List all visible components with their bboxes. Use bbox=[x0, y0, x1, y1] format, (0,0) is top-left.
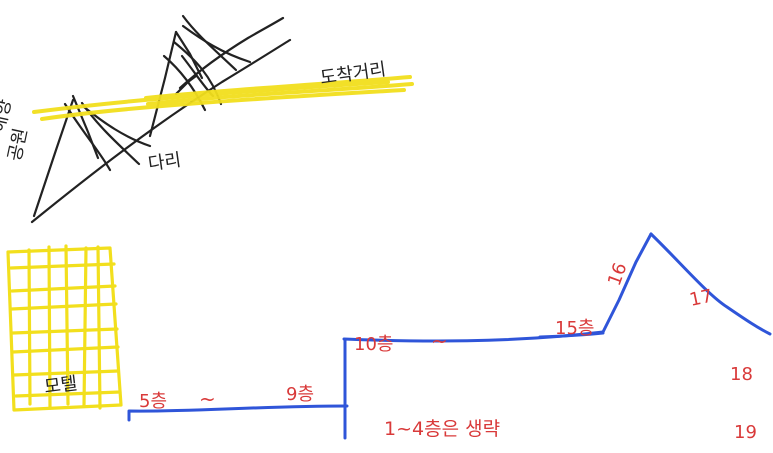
black-stroke-right-down bbox=[174, 30, 204, 80]
motel-grid-v4 bbox=[82, 246, 88, 408]
black-stroke-right-up bbox=[148, 30, 178, 138]
motel-label: 모텔 bbox=[43, 373, 78, 398]
floor-19-label: 19 bbox=[734, 422, 757, 443]
floor-5-label: 5층 bbox=[139, 391, 167, 412]
black-stroke-right-arc2 bbox=[181, 24, 252, 64]
motel-building-sketch bbox=[6, 244, 123, 412]
motel-grid-v3 bbox=[64, 244, 70, 406]
black-strokes bbox=[30, 14, 292, 224]
black-stroke-right-arc5 bbox=[180, 54, 215, 98]
motel-grid-h3 bbox=[10, 302, 118, 311]
motel-grid-h2 bbox=[10, 284, 117, 293]
blue-roof-right bbox=[649, 232, 772, 336]
omitted-floors-note: 1~4층은 생략 bbox=[384, 418, 500, 440]
motel-grid-h1 bbox=[9, 262, 116, 270]
yellow-road-line3 bbox=[144, 75, 412, 100]
floor-10-label: 10층 bbox=[354, 334, 393, 355]
bridge-label: 다리 bbox=[147, 150, 183, 175]
black-handwriting: 해양 공원 다리 도착거리 모텔 bbox=[0, 59, 387, 398]
floor-15-label: 15층 bbox=[555, 318, 594, 339]
blue-left-base-line bbox=[127, 404, 349, 422]
blue-roof-left bbox=[601, 232, 653, 334]
blue-profile bbox=[127, 232, 772, 440]
motel-grid-v5 bbox=[96, 245, 102, 410]
yellow-road-line1 bbox=[32, 80, 390, 114]
floor-9-label: 9층 bbox=[286, 384, 314, 405]
yellow-strokes bbox=[32, 75, 414, 121]
motel-outline bbox=[6, 246, 123, 412]
black-stroke-long-diagonal bbox=[30, 38, 292, 224]
black-stroke-crossline bbox=[178, 16, 285, 90]
motel-grid-v2 bbox=[47, 245, 52, 409]
black-stroke-left-arc1 bbox=[63, 102, 112, 172]
motel-grid-h6 bbox=[12, 369, 120, 377]
yellow-road-line4 bbox=[146, 82, 414, 106]
floor-left-tilde: ~ bbox=[199, 387, 216, 411]
blue-middle-thicken bbox=[538, 331, 605, 339]
yellow-road-line2 bbox=[40, 88, 406, 121]
motel-grid-h4 bbox=[11, 327, 119, 335]
red-profile-labels: 5층 ~ 9층 10층 ~ 15층 16 17 18 19 1~4층은 생략 bbox=[139, 260, 757, 443]
floor-18-label: 18 bbox=[730, 364, 753, 385]
floor-middle-tilde: ~ bbox=[431, 329, 448, 353]
motel-grid-v1 bbox=[27, 248, 32, 406]
floor-17-label: 17 bbox=[688, 286, 715, 311]
motel-grid-h7 bbox=[14, 390, 122, 398]
motel-grid-h5 bbox=[11, 345, 120, 354]
